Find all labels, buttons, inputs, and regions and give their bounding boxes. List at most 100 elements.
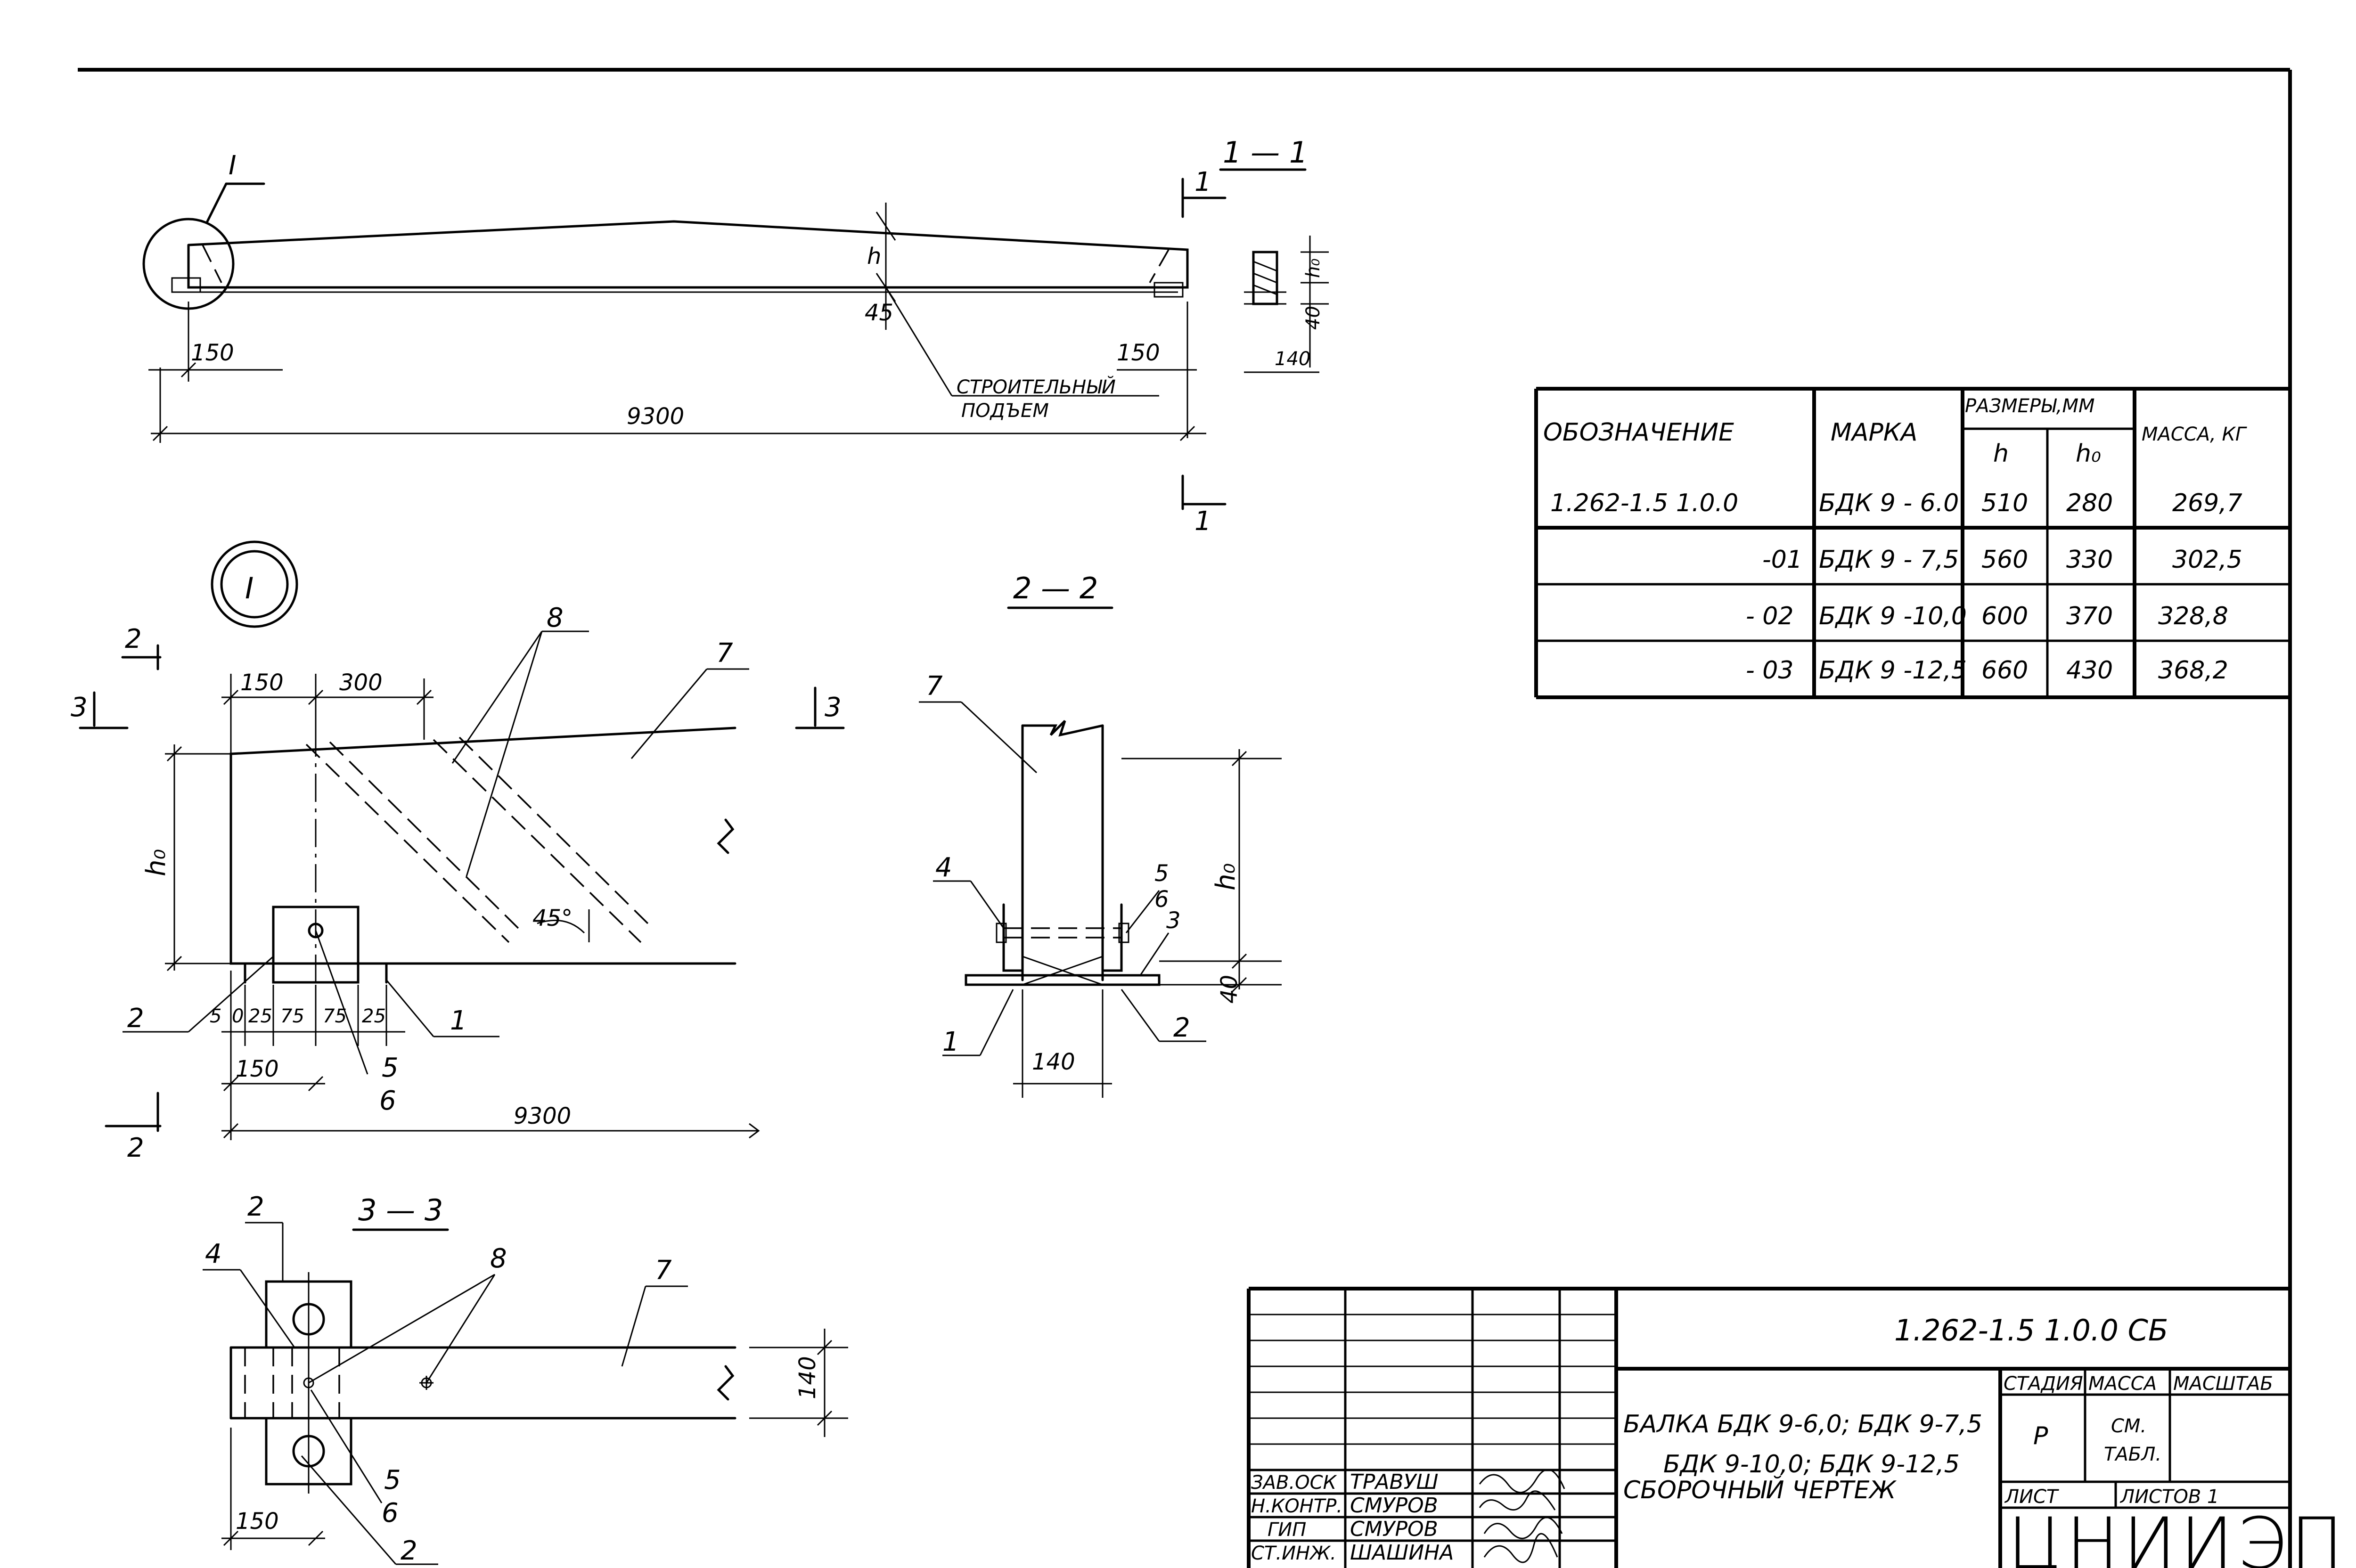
dim-150-left: 150 [191,340,234,366]
section-mark-1-bottom: 1 [1194,506,1211,537]
pos-2-detail: 2 [127,1003,144,1034]
drawing-name-2: БДК 9-10,0; БДК 9-12,5 [1663,1450,1960,1478]
section-1-1: h₀ 40 140 [1244,236,1329,373]
mass-value-1: СМ. [2111,1415,2146,1437]
detail-I: I 45° 2 2 3 3 [71,540,845,1163]
pos-4-section-2-2: 4 [935,852,952,883]
pos-5-section-3-3: 5 [384,1465,401,1495]
drawing-code: 1.262-1.5 1.0.0 СБ [1894,1313,2168,1348]
dim-140-section-1-1: 140 [1275,348,1310,370]
section-title-2-2: 2 — 2 [1013,571,1098,605]
dim-h0-detail: h₀ [141,849,172,876]
row-1-h: 560 [1981,546,2028,574]
staff-name-1: СМУРОВ [1350,1494,1438,1518]
main-elevation: I 1 1 1 — 1 h 45 СТРОИТЕЛЬНЫЙ ПОДЪЕМ 150… [142,135,1308,537]
scale-label: МАСШТАБ [2173,1373,2273,1395]
section-mark-3-left: 3 [71,692,88,723]
th-h: h [1993,440,2009,468]
dim-chain-25-a: 25 [248,1005,272,1027]
section-title-1-1: 1 — 1 [1223,135,1308,170]
pos-1-detail: 1 [450,1005,467,1036]
pos-7-section-2-2: 7 [926,671,943,702]
dim-chain-75-b: 75 [323,1005,347,1027]
row-3-mark: БДК 9 -12,5 [1819,656,1967,685]
section-mark-2-top: 2 [125,624,142,654]
row-1-mass: 302,5 [2172,546,2242,574]
pos-4-section-3-3: 4 [205,1239,222,1269]
row-0-h: 510 [1981,489,2028,517]
pos-6-detail: 6 [379,1086,396,1116]
camber-label-2: ПОДЪЕМ [961,400,1049,422]
pos-6-section-3-3: 6 [382,1498,399,1528]
row-3-designation: - 03 [1746,656,1793,685]
org-name: ЦНИИЭП [2007,1503,2347,1568]
staff-role-2: ГИП [1268,1519,1306,1541]
detail-I-title: I [245,571,254,605]
dim-300-top: 300 [339,670,383,696]
dim-chain-25-b: 25 [362,1005,386,1027]
pos-3-section-2-2: 3 [1166,907,1181,934]
row-2-h: 600 [1981,602,2028,630]
dim-150-section-3-3: 150 [236,1508,279,1535]
signature-0 [1479,1469,1565,1494]
section-mark-3-right: 3 [825,692,842,723]
th-mark: МАРКА [1831,418,1917,447]
signature-2 [1483,1517,1563,1539]
staff-name-0: ТРАВУШ [1350,1470,1439,1494]
dim-45: 45 [865,300,893,326]
section-2-2: 2 — 2 h₀ 40 140 7 [919,571,1282,1098]
dim-chain-0: 0 [232,1005,244,1027]
row-2-mass: 328,8 [2158,602,2228,630]
dim-9300-main: 9300 [627,403,684,430]
sheets-label: ЛИСТОВ 1 [2119,1486,2219,1508]
section-title-3-3: 3 — 3 [358,1193,443,1227]
pos-5-section-2-2: 5 [1154,860,1169,887]
pos-1-section-2-2: 1 [942,1027,959,1057]
pos-6-section-2-2: 6 [1154,886,1169,913]
row-0-mass: 269,7 [2172,489,2242,517]
sheet-label: ЛИСТ [2004,1486,2060,1508]
dim-h: h [867,243,881,270]
staff-role-3: СТ.ИНЖ. [1251,1543,1336,1564]
dim-h0-section-1-1: h₀ [1302,259,1324,278]
pos-2-section-2-2: 2 [1173,1013,1190,1043]
row-1-designation: -01 [1762,546,1802,574]
row-3-h0: 430 [2066,656,2113,685]
row-2-mark: БДК 9 -10,0 [1819,602,1967,630]
dim-140-section-3-3: 140 [794,1356,821,1399]
angle-45: 45° [532,905,573,931]
spec-table: ОБОЗНАЧЕНИЕ МАРКА РАЗМЕРЫ,ММ h h₀ МАССА,… [1534,387,2291,699]
mass-value-2: ТАБЛ. [2104,1444,2161,1465]
pos-8-detail: 8 [547,603,564,633]
row-3-h: 660 [1981,656,2028,685]
staff-role-0: ЗАВ.ОСК [1251,1472,1337,1494]
signature-3 [1483,1533,1558,1563]
th-designation: ОБОЗНАЧЕНИЕ [1543,418,1734,447]
drawing-name-3: СБОРОЧНЫЙ ЧЕРТЕЖ [1623,1476,1897,1504]
row-2-designation: - 02 [1746,602,1793,630]
section-mark-1-top: 1 [1194,167,1211,197]
dim-chain-75-a: 75 [280,1005,304,1027]
pos-7-section-3-3: 7 [655,1255,672,1286]
dim-140-section-2-2: 140 [1032,1049,1075,1075]
pos-7-detail: 7 [716,638,733,669]
camber-label-1: СТРОИТЕЛЬНЫЙ [957,376,1116,398]
th-dimensions: РАЗМЕРЫ,ММ [1965,395,2095,417]
row-1-mark: БДК 9 - 7,5 [1819,546,1959,574]
sheet-frame [78,68,2292,1568]
drawing-name-1: БАЛКА БДК 9-6,0; БДК 9-7,5 [1623,1410,1982,1438]
staff-role-1: Н.КОНТР. [1251,1495,1342,1517]
row-0-h0: 280 [2066,489,2113,517]
dim-150-bottom: 150 [236,1056,279,1082]
callout-label-I: I [229,150,237,181]
row-1-h0: 330 [2066,546,2113,574]
pos-2b-section-3-3: 2 [401,1535,417,1566]
row-0-designation: 1.262-1.5 1.0.0 [1550,489,1738,517]
section-mark-2-bottom: 2 [127,1133,144,1163]
row-0-mark: БДК 9 - 6.0 [1819,489,1959,517]
dim-150-right: 150 [1117,340,1160,366]
staff-name-2: СМУРОВ [1350,1517,1438,1541]
row-2-h0: 370 [2066,602,2113,630]
signature-1 [1479,1490,1556,1511]
